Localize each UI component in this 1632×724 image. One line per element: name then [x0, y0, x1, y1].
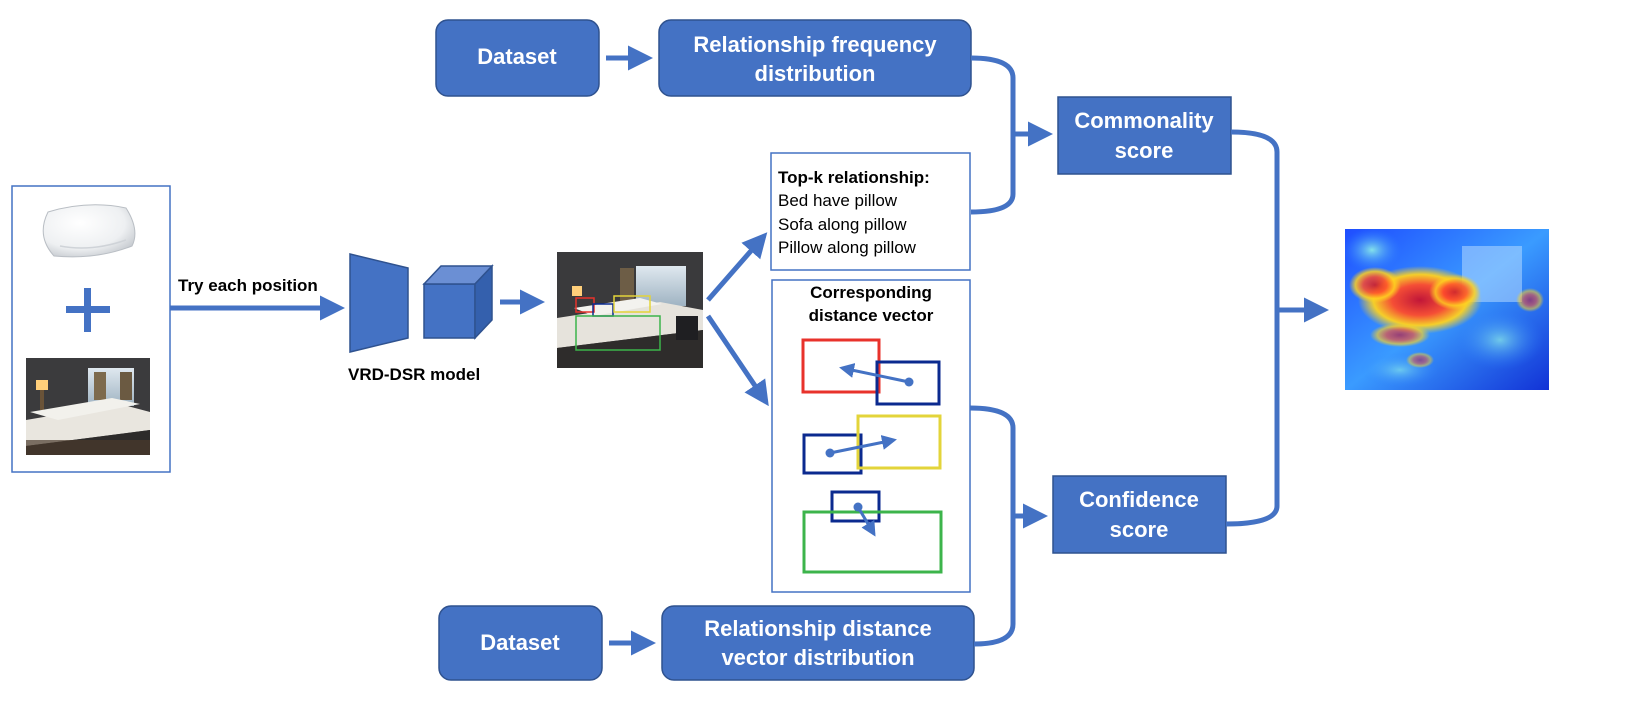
topk-title: Top-k relationship: [778, 168, 930, 187]
pillow-icon [42, 204, 136, 258]
distance-panel-title-line2: distance vector [809, 306, 934, 325]
commonality-score-node: Commonality score [1057, 96, 1232, 175]
relationship-distance-node: Relationship distance vector distributio… [661, 605, 975, 681]
bracket-to-commonality [970, 55, 1016, 215]
distance-example-3 [802, 490, 943, 574]
bracket-to-output [1225, 129, 1280, 527]
dataset-bottom-label: Dataset [480, 630, 560, 655]
bracket-to-confidence [969, 405, 1016, 647]
distance-panel-title-line1: Corresponding [810, 283, 932, 302]
model-label: VRD-DSR model [348, 365, 480, 384]
distance-vector-panel: Corresponding distance vector [771, 279, 971, 593]
try-each-position-label: Try each position [178, 276, 318, 295]
relationship-distance-label-line1: Relationship distance [704, 616, 931, 641]
confidence-label-line2: score [1110, 517, 1169, 542]
relationship-frequency-label-line2: distribution [755, 61, 876, 86]
hotel-room-detections-photo [557, 252, 703, 368]
commonality-label-line1: Commonality [1074, 108, 1214, 133]
topk-item-1: Bed have pillow [778, 191, 898, 210]
commonality-label-line2: score [1115, 138, 1174, 163]
hotel-room-photo [26, 358, 150, 455]
topk-panel: Top-k relationship: Bed have pillow Sofa… [770, 152, 971, 271]
plus-icon [66, 288, 110, 332]
arrow-detection-to-distance [705, 314, 769, 407]
relationship-distance-label-line2: vector distribution [721, 645, 914, 670]
input-panel [11, 185, 171, 473]
dataset-top-label: Dataset [477, 44, 557, 69]
placement-heatmap [1345, 229, 1549, 390]
topk-item-3: Pillow along pillow [778, 238, 917, 257]
dataset-bottom-node: Dataset [438, 605, 603, 681]
topk-item-2: Sofa along pillow [778, 215, 907, 234]
model-icon [349, 253, 494, 353]
confidence-label-line1: Confidence [1079, 487, 1199, 512]
confidence-score-node: Confidence score [1052, 475, 1227, 554]
distance-example-1 [801, 338, 941, 406]
topk-panel-frame [770, 152, 971, 271]
dataset-top-node: Dataset [435, 19, 600, 97]
arrow-detection-to-topk [706, 232, 768, 302]
relationship-frequency-label-line1: Relationship frequency [693, 32, 937, 57]
distance-example-2 [802, 414, 942, 475]
relationship-frequency-node: Relationship frequency distribution [658, 19, 972, 97]
